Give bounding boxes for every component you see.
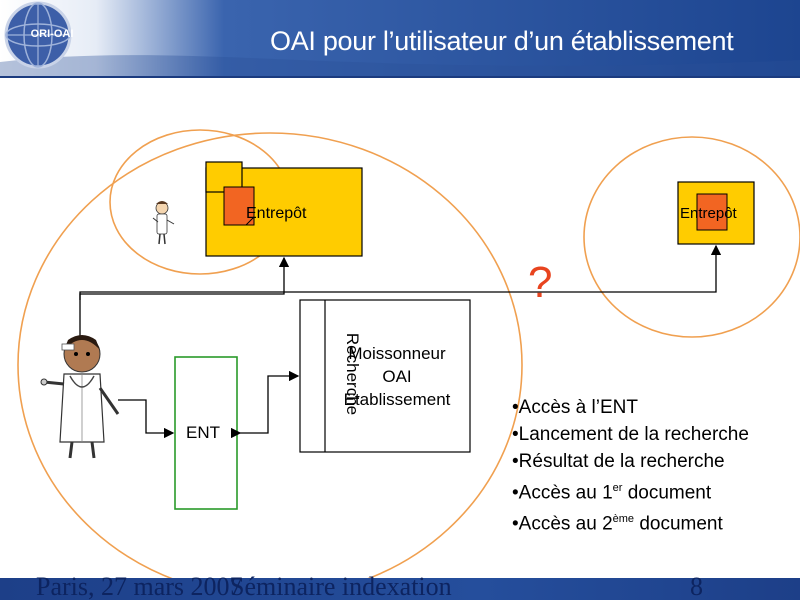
footer-event: Séminaire indexation — [230, 572, 452, 601]
remote-repository-ellipse — [583, 136, 800, 338]
step-item: •Accès au 2ème document — [512, 513, 723, 535]
remote-document-icon — [696, 193, 728, 231]
steps-list: •Accès à l’ENT •Lancement de la recherch… — [512, 394, 749, 538]
ent-box — [174, 356, 238, 510]
slide-footer: Paris, 27 mars 2007 Séminaire indexation… — [0, 572, 800, 601]
doctor-to-remote-repository-arrow — [79, 244, 722, 300]
ent-to-recherche-arrow — [230, 370, 300, 439]
moissonneur-line-1: Moissonneur — [348, 344, 446, 363]
remote-repository-label: Entrepôt — [680, 205, 737, 222]
header-background — [0, 0, 800, 78]
step-item: •Lancement de la recherche — [512, 424, 749, 445]
step-item: •Accès au 1er document — [512, 482, 712, 504]
slide-title: OAI pour l’utilisateur d’un établissemen… — [270, 26, 734, 56]
question-mark: ? — [528, 258, 553, 307]
local-repository-label: Entrepôt — [246, 205, 307, 222]
moissonneur-line-3: Etablissement — [343, 390, 451, 409]
ent-label: ENT — [186, 423, 220, 442]
small-doctor-icon — [152, 201, 175, 245]
footer-page-number: 8 — [690, 572, 703, 601]
slide-header: ORI-OAI OAI pour l’utilisateur d’un étab… — [0, 0, 800, 78]
globe-logo-icon — [4, 1, 72, 69]
footer-location-date: Paris, 27 mars 2007 — [36, 572, 243, 601]
moissonneur-line-2: OAI — [382, 367, 412, 386]
logo-text: ORI-OAI — [30, 28, 74, 40]
step-item: •Résultat de la recherche — [512, 451, 725, 472]
local-document-icon — [223, 186, 255, 226]
moissonneur-box — [299, 299, 471, 453]
step-item: •Accès à l’ENT — [512, 397, 638, 418]
doctor-user-icon — [40, 335, 120, 459]
doctor-to-ent-arrow — [118, 399, 175, 439]
doctor-to-local-repository-arrow — [79, 256, 290, 340]
moissonneur-label: Moissonneur OAI Etablissement — [326, 342, 468, 411]
footer-bar — [0, 578, 800, 600]
